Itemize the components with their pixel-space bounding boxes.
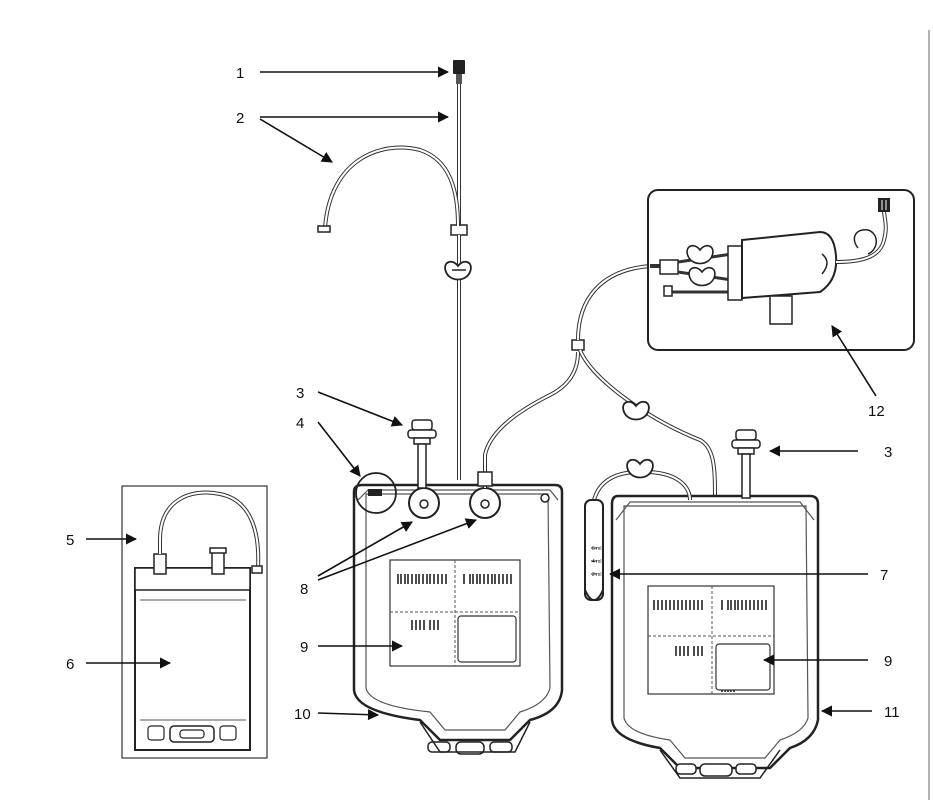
callout-9-right: 9 [884,653,892,670]
y-connector [571,339,585,351]
needle-cap [453,60,465,74]
callout-12: 12 [868,403,885,420]
callout-9-left: 9 [300,639,308,656]
callout-8: 8 [300,581,308,598]
callout-labels: 1 2 3 4 3 5 6 7 8 9 9 10 11 12 [66,65,900,723]
secondary-blood-bag [610,429,820,779]
bag-label-secondary [647,585,775,695]
port-spike-right [731,429,761,499]
primary-blood-bag [352,419,564,755]
callout-leaders [86,66,877,721]
transfer-tubing [477,264,717,501]
callout-10: 10 [294,706,311,723]
callout-4: 4 [296,415,304,432]
graduation-label: 2 ml [592,572,601,578]
callout-3-left: 3 [296,385,304,402]
sample-tube: 6 ml 4 ml 2 ml [584,458,692,601]
barcode [397,574,512,660]
detail-circle [355,472,397,514]
port-spike-left [407,419,437,489]
callout-5: 5 [66,532,74,549]
callout-3-right: 3 [884,444,892,461]
callout-2: 2 [236,110,244,127]
graduation-label: 6 ml [592,546,601,552]
callout-11: 11 [884,704,900,721]
bag-label [389,559,521,667]
leukoreduction-filter-inset [647,189,915,351]
tube-clamp [444,260,472,281]
tube-junction [450,224,468,236]
graduation-label: 4 ml [592,559,601,565]
collection-needle-assembly [317,60,472,480]
callout-7: 7 [880,567,888,584]
tube-end-connector [317,225,331,233]
additive-solution-bag [121,485,268,759]
callout-1: 1 [236,65,244,82]
callout-6: 6 [66,656,74,673]
